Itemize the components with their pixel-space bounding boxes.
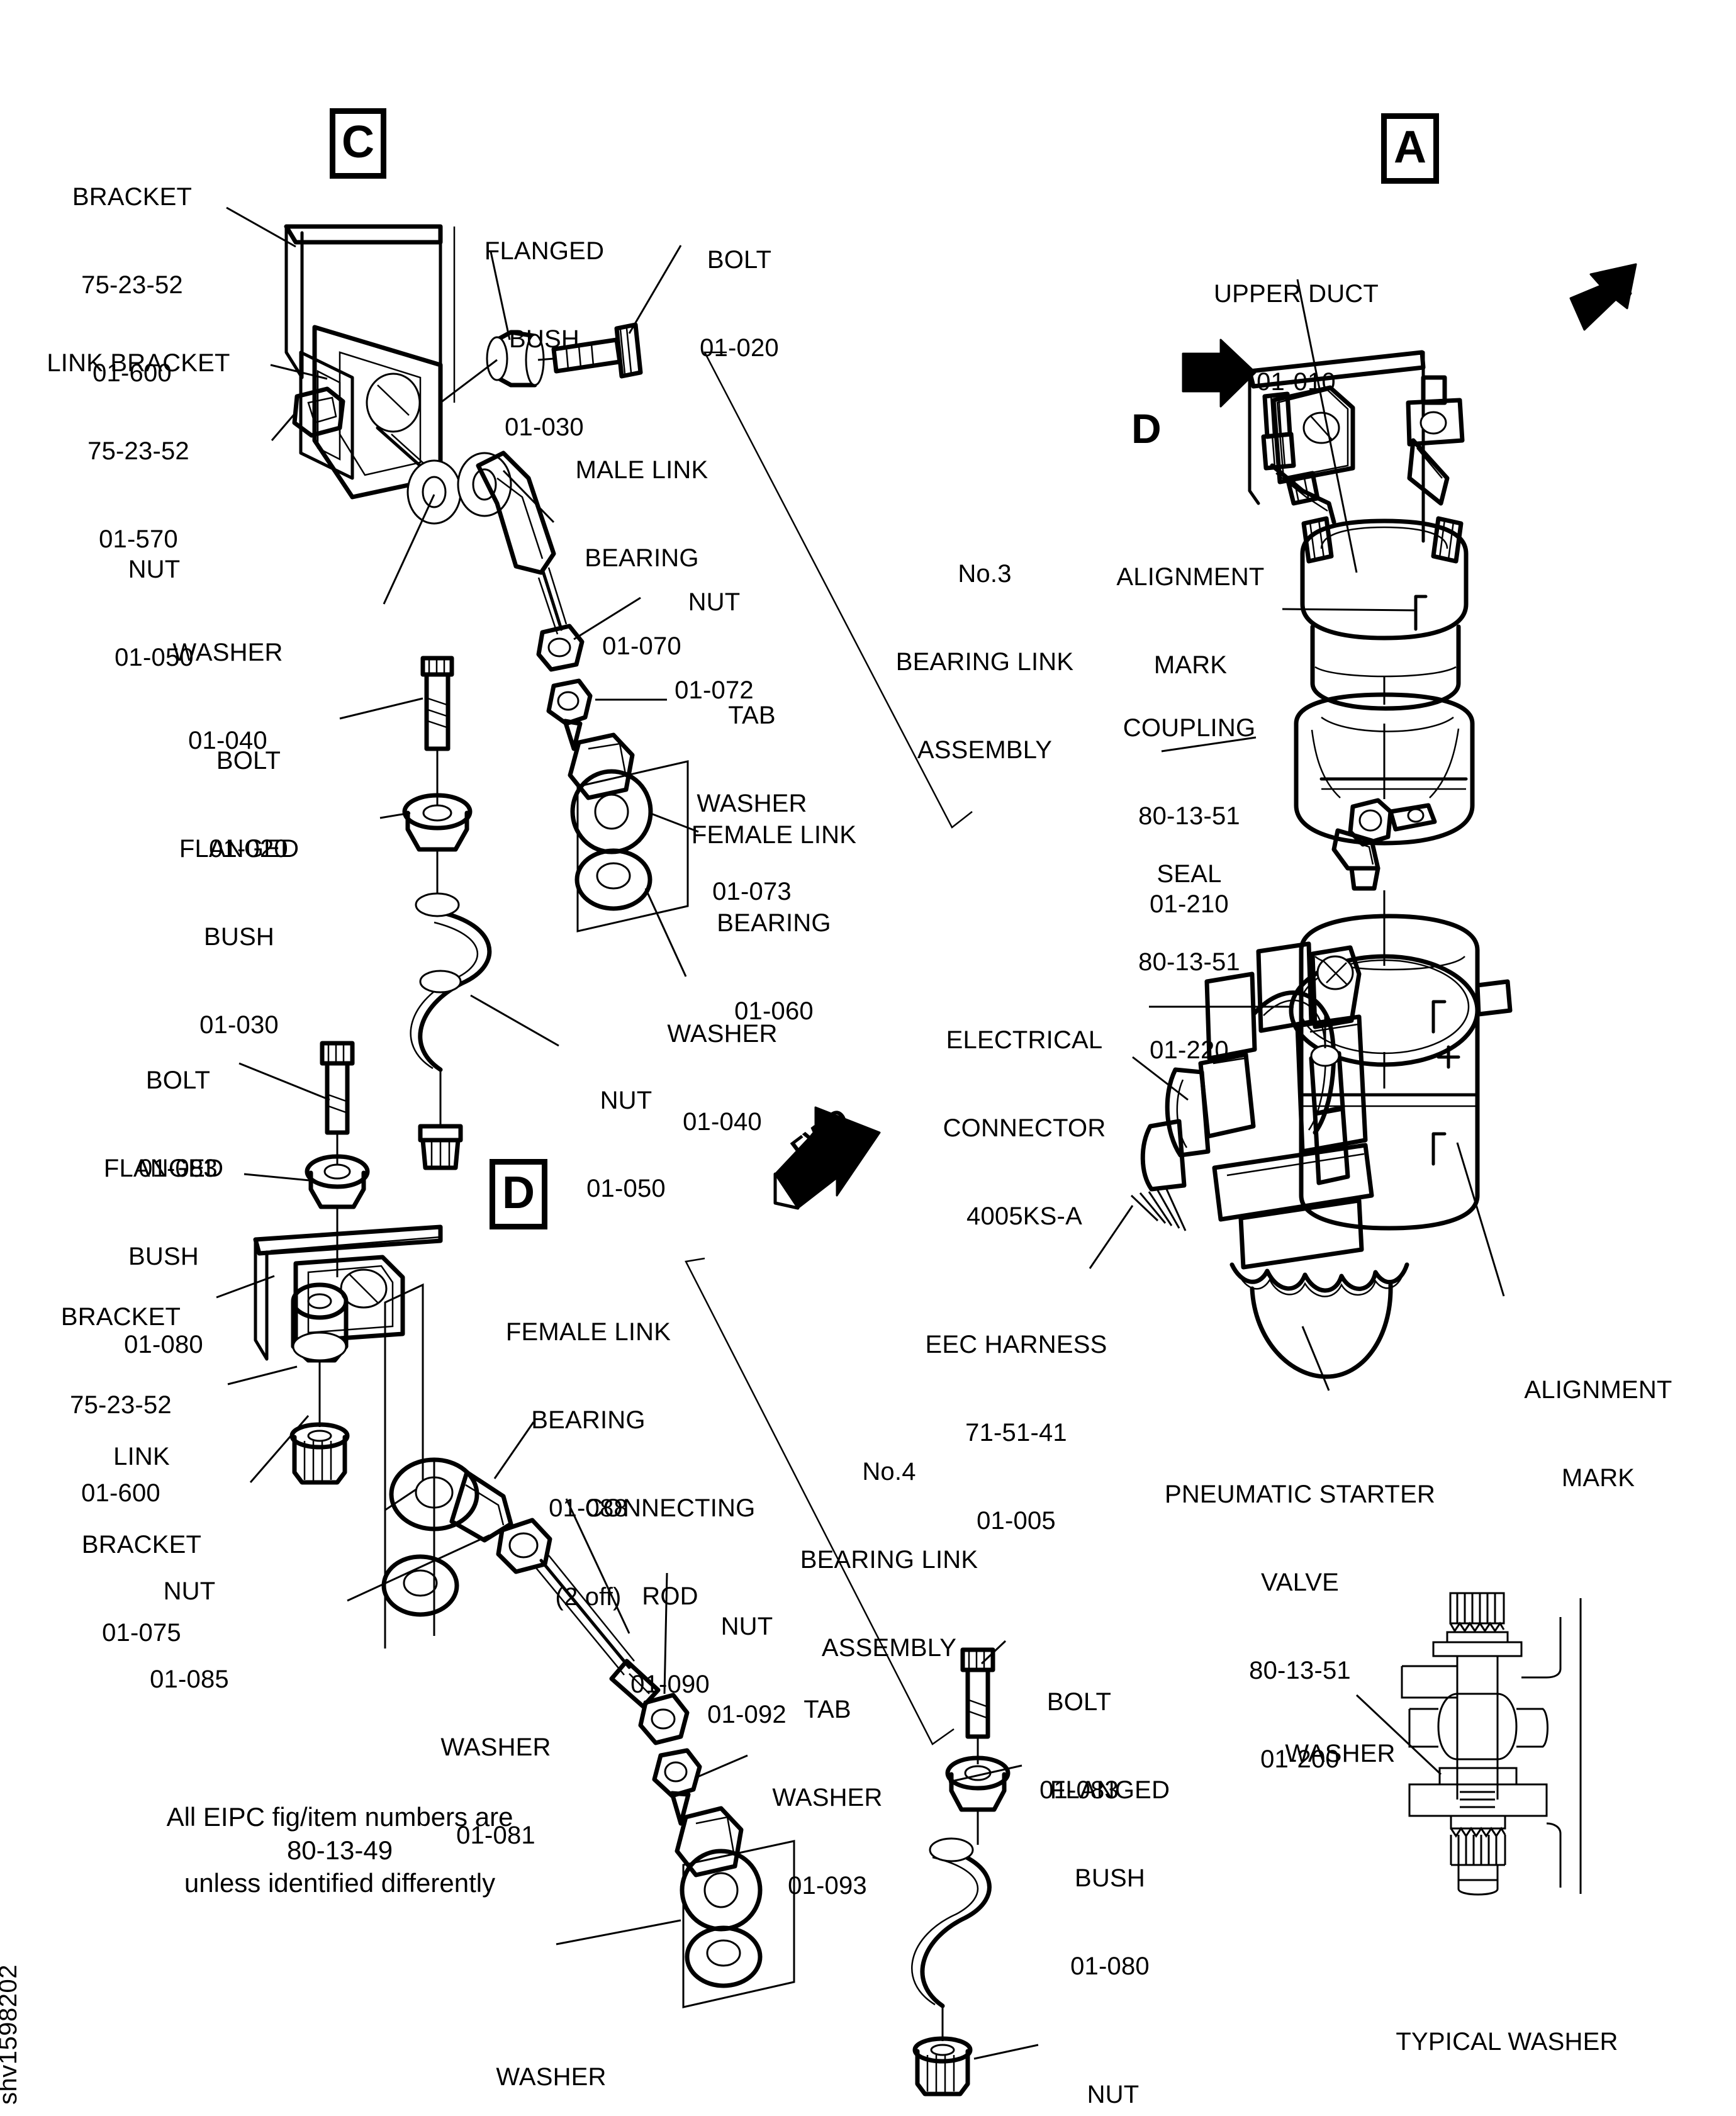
eipc-note-block: All EIPC fig/item numbers are 80-13-49 u… [113,1801,566,1900]
washer-040-mid-part [574,848,652,911]
callout-pneumatic-starter-valve: PNEUMATIC STARTER VALVE 80-13-51 01-200 [1164,1480,1436,1773]
callout-alignment-mark-top: ALIGNMENT MARK [1116,563,1265,679]
flanged-bush-030-mid-part [402,793,473,901]
callout-upper-duct-010: UPPER DUCT 01-010 [1213,279,1379,396]
duct-link-nut-left [1285,471,1320,506]
callout-electrical-connector: ELECTRICAL CONNECTOR 4005KS-A [943,1026,1106,1231]
callout-female-link-bearing-060: FEMALE LINK BEARING 01-060 [691,820,857,1026]
duct-flange-bolts [1301,516,1464,564]
note-line-2: 80-13-49 [286,1835,393,1865]
callout-link-bracket-c: LINK BRACKET 75-23-52 01-570 [47,349,230,554]
bolt-020-mid-part [420,656,454,805]
callout-washer-081-bottom: WASHER 01-081 [496,2063,607,2091]
callout-bolt-020-mid: BOLT 01-020 [209,746,288,863]
coupling-latch [1331,798,1437,891]
callout-washer-detail: WASHER [1285,1739,1396,1767]
callout-bracket-c: BRACKET 75-23-52 01-600 [72,182,193,388]
arrow-letter-c-label: C [1603,263,1633,310]
zone-marker-c-label: C [342,117,374,167]
callout-flanged-bush-030-top: FLANGED BUSH 01-030 [484,237,605,442]
callout-nut-085-bottom: NUT 01-085 [1087,2080,1140,2108]
callout-washer-040-mid: WASHER 01-040 [667,1019,778,1136]
callout-flanged-bush-080-left: FLANGED BUSH 01-080 [103,1154,224,1359]
arrow-letter-d-label: D [1131,405,1162,452]
callout-eec-harness: EEC HARNESS 71-51-41 01-005 [925,1330,1107,1535]
flanged-bush-080-right-part [945,1755,1011,1845]
link-bracket-lower-eye [381,1554,459,1617]
callout-nut-072: NUT 01-072 [675,588,754,704]
callout-coupling-210: COUPLING 80-13-51 01-210 [1123,714,1256,919]
female-link-bearing-088-lower [675,1806,763,1932]
arrow-letter-c: C [1603,266,1633,307]
nut-085-left-part [289,1422,350,1485]
callout-link-bracket-d: LINK BRACKET 01-075 [81,1442,202,1647]
callout-bearing-link-no4: No.4 BEARING LINK ASSEMBLY [800,1457,978,1662]
callout-connecting-rod-090: CONNECTING ROD 01-090 [585,1494,756,1699]
duct-right-bolt [1406,375,1465,447]
callout-tab-washer-093: TAB WASHER 01-093 [772,1695,883,1900]
zone-marker-a-label: A [1394,122,1426,172]
callout-washer-040-top: WASHER 01-040 [172,638,283,754]
callout-bolt-083-left: BOLT 01-083 [138,1066,218,1182]
nut-085-bottom-part [912,2036,973,2096]
callout-nut-050-mid: NUT 01-050 [586,1086,666,1202]
drawing-number: shv1598202 [0,1964,23,2105]
zone-marker-c: C [330,108,386,179]
callout-flanged-bush-030-mid: FLANGED BUSH 01-030 [179,834,300,1039]
callout-seal-220: SEAL 80-13-51 01-220 [1138,859,1240,1065]
callout-male-link-bearing-070: MALE LINK BEARING 01-070 [575,456,708,661]
callout-flanged-bush-080-right: FLANGED BUSH 01-080 [1050,1776,1170,1981]
callout-bearing-link-no3: No.3 BEARING LINK ASSEMBLY [895,559,1074,764]
arrow-letter-d: D [1131,408,1162,449]
bolt-083-left-part [320,1041,355,1164]
nut-050-top-part [292,386,345,438]
callout-nut-092: NUT 01-092 [707,1612,787,1728]
callout-female-link-bearing-088: FEMALE LINK BEARING 01-088 (2 off) [505,1318,671,1611]
callout-bolt-083-right: BOLT 01-083 [1039,1688,1119,1804]
note-line-1: All EIPC fig/item numbers are [166,1802,513,1832]
callout-nut-085-left: NUT 01-085 [150,1577,229,1693]
female-link-bearing-060-part [568,732,653,854]
seal-oring [1289,954,1480,1067]
flanged-bush-080-left-part [305,1154,370,1277]
callout-nut-050-top: NUT 01-050 [115,555,194,671]
detail-caption-typical-washer: TYPICAL WASHER INSTALLATION AT LINK BEAR… [1396,2027,1618,2116]
callout-tab-washer-073: TAB WASHER 01-073 [697,701,807,906]
zone-marker-d: D [490,1159,547,1229]
note-line-3: unless identified differently [184,1868,496,1898]
drawing-number-text: shv1598202 [0,1964,22,2105]
nut-050-mid-part [418,1124,463,1170]
callout-bolt-020-top: BOLT 01-020 [700,245,779,362]
zone-marker-d-label: D [502,1168,535,1218]
zone-marker-a: A [1381,113,1439,184]
callout-alignment-mark-bottom: ALIGNMENT MARK [1524,1375,1672,1492]
callout-washer-081-mid: WASHER 01-081 [440,1733,551,1849]
callout-bracket-d: BRACKET 75-23-52 01-600 [60,1302,181,1508]
